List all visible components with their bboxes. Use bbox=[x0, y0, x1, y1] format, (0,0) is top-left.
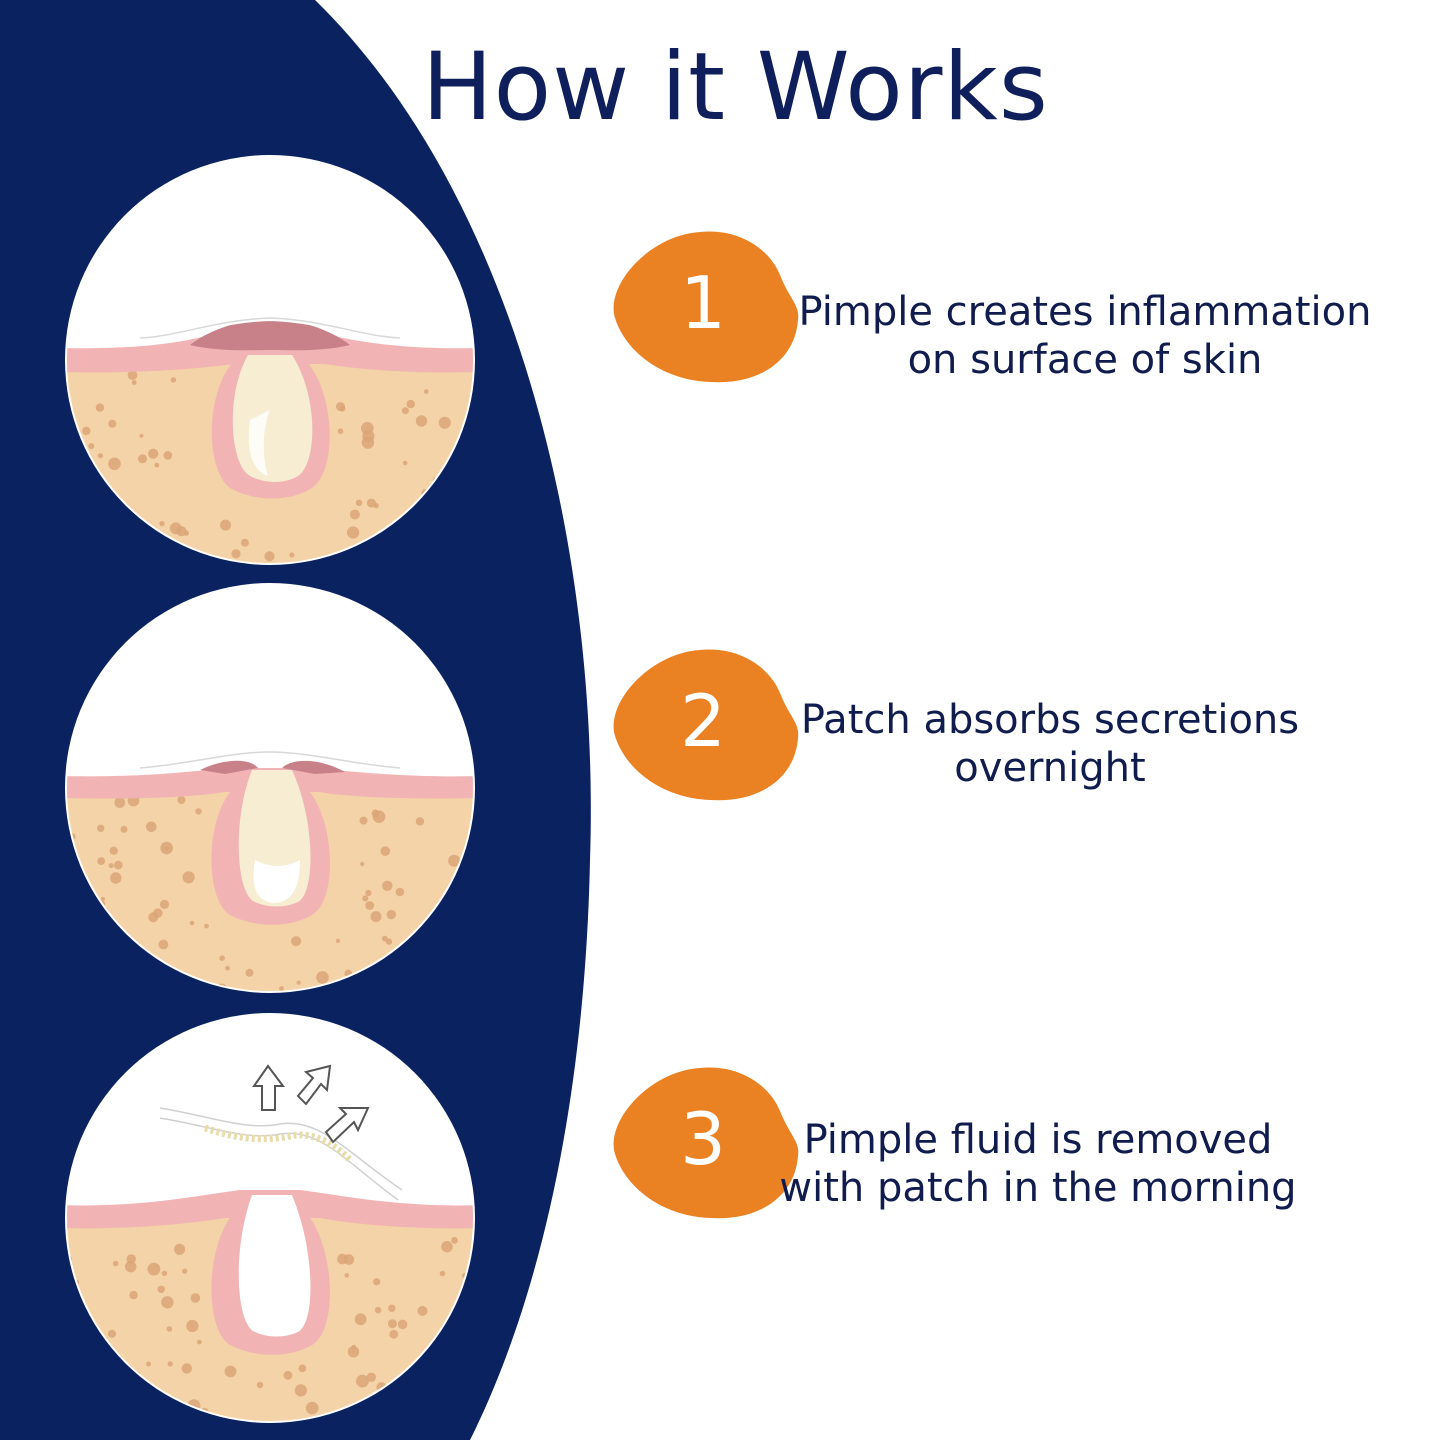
step-3-text: Pimple fluid is removed with patch in th… bbox=[728, 1116, 1348, 1212]
step-3-line-2: with patch in the morning bbox=[779, 1165, 1297, 1211]
arrow-up-right-icon bbox=[296, 1064, 332, 1106]
step-1-badge: 1 bbox=[613, 231, 799, 383]
step-1-line-1: Pimple creates inflammation bbox=[798, 289, 1372, 335]
step-3-badge: 3 bbox=[613, 1067, 799, 1219]
arrow-up-right-icon bbox=[324, 1107, 370, 1144]
step-3-illustration bbox=[65, 1013, 475, 1423]
step-2-line-1: Patch absorbs secretions bbox=[800, 697, 1300, 743]
step-3-number: 3 bbox=[680, 1097, 726, 1181]
step-2-text: Patch absorbs secretions overnight bbox=[740, 696, 1360, 792]
step-2-number: 2 bbox=[680, 679, 726, 763]
step-1-line-2: on surface of skin bbox=[907, 337, 1263, 383]
step-2-badge: 2 bbox=[613, 649, 799, 801]
step-2-line-2: overnight bbox=[954, 745, 1146, 791]
arrow-up-icon bbox=[252, 1064, 285, 1111]
step-2-illustration bbox=[65, 583, 475, 993]
step-1-number: 1 bbox=[680, 261, 726, 345]
step-3-line-1: Pimple fluid is removed bbox=[803, 1117, 1273, 1163]
page-title: How it Works bbox=[422, 33, 1049, 142]
step-1-text: Pimple creates inflammation on surface o… bbox=[775, 288, 1395, 384]
